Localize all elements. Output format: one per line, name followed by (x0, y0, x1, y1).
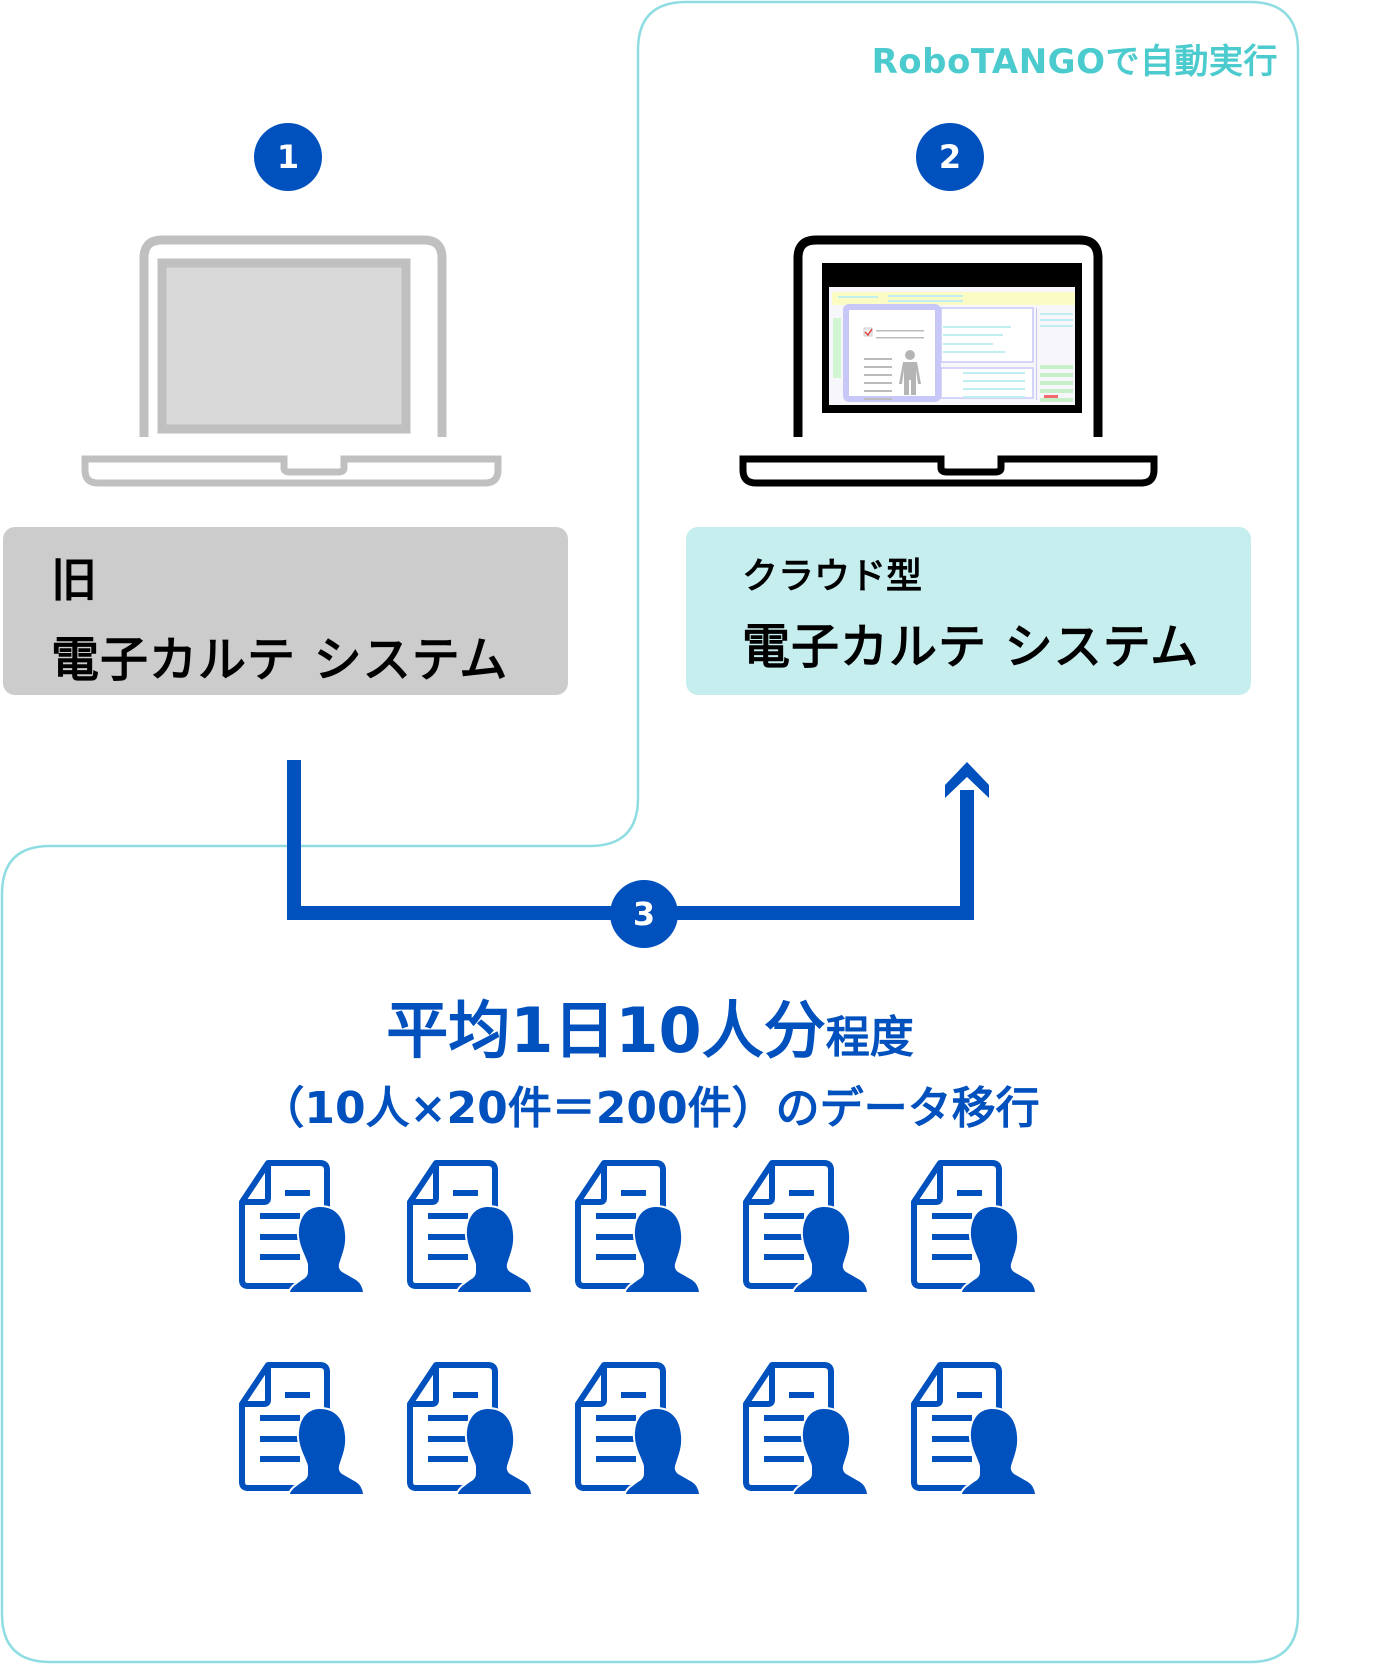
migration-detail: （10人×20件＝200件）のデータ移行 (260, 1083, 1040, 1134)
new-system-box: クラウド型 電子カルテ システム (686, 527, 1251, 695)
patient-records-grid (238, 1160, 1068, 1564)
automation-frame-outline (0, 0, 1300, 1664)
patient-record-icon (575, 1160, 699, 1292)
alert-indicator (1044, 395, 1058, 398)
laptop-gray-icon (81, 235, 502, 487)
patient-record-icon (239, 1160, 363, 1292)
patient-record-icon (407, 1362, 531, 1494)
patient-record-icon (407, 1160, 531, 1292)
step-badge-1: 1 (254, 123, 322, 191)
automation-frame-label: RoboTANGOで自動実行 (871, 42, 1278, 82)
arrowhead-icon (945, 762, 989, 798)
migration-headline: 平均1日10人分程度 (0, 980, 1300, 1070)
new-system-name: 電子カルテ システム (742, 618, 1200, 675)
step-badge-2: 2 (916, 123, 984, 191)
patient-record-icon (743, 1160, 867, 1292)
laptop-black-icon (793, 235, 1103, 437)
migration-headline-main: 平均1日10人分 (386, 994, 826, 1067)
patient-record-icon (743, 1362, 867, 1494)
patient-record-icon (239, 1362, 363, 1494)
step-badge-3: 3 (610, 880, 678, 948)
patient-record-icon (911, 1160, 1035, 1292)
old-system-box: 旧 電子カルテ システム (3, 527, 568, 695)
patient-records-row (238, 1160, 1068, 1292)
patient-records-row (238, 1362, 1068, 1494)
new-system-prefix: クラウド型 (742, 556, 923, 597)
patient-record-icon (575, 1362, 699, 1494)
patient-record-icon (911, 1362, 1035, 1494)
old-system-name: 電子カルテ システム (51, 631, 509, 688)
old-system-prefix: 旧 (51, 553, 97, 607)
migration-headline-suffix: 程度 (825, 1012, 914, 1063)
